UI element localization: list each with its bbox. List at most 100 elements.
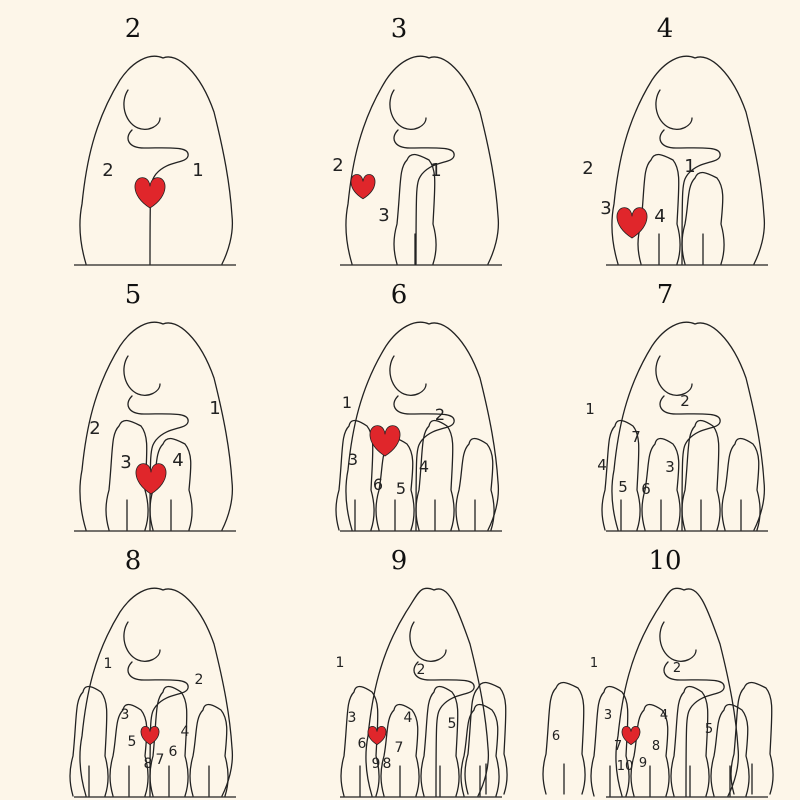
hugging-bear-outline xyxy=(389,89,455,265)
bear-number-label: 5 xyxy=(705,722,713,737)
panel-title: 10 xyxy=(648,546,682,576)
bear-number-label: 4 xyxy=(654,206,665,227)
bear-number-label: 1 xyxy=(342,393,352,412)
bear-number-label: 9 xyxy=(372,756,381,772)
heart-icon xyxy=(135,463,167,495)
parent-bear-outline xyxy=(345,55,500,265)
parent-bear-outline xyxy=(615,587,740,797)
child-bear-outline xyxy=(420,685,460,797)
bear-number-label: 1 xyxy=(192,160,203,181)
heart-icon xyxy=(140,725,160,746)
side-bear-outline xyxy=(730,681,774,795)
bear-number-label: 6 xyxy=(358,736,367,752)
bear-number-label: 8 xyxy=(383,756,392,772)
child-bear-outline xyxy=(335,419,375,531)
child-bear-outline xyxy=(721,437,761,531)
hugging-bear-outline xyxy=(389,355,455,531)
child-bear-outline xyxy=(641,437,681,531)
heart-icon xyxy=(367,725,387,746)
hugging-bear-outline xyxy=(123,621,189,797)
child-bear-outline xyxy=(105,419,149,531)
bear-number-label: 7 xyxy=(156,752,165,768)
child-bear-outline xyxy=(415,419,455,531)
bear-number-label: 9 xyxy=(639,756,647,771)
child-bear-outline xyxy=(601,419,641,531)
heart-icon xyxy=(350,174,376,200)
bear-number-label: 3 xyxy=(600,198,611,219)
parent-bear-outline xyxy=(611,55,766,265)
bear-number-label: 7 xyxy=(614,739,622,754)
panel-title: 8 xyxy=(124,546,142,576)
parent-bear-outline xyxy=(345,321,500,531)
child-bear-outline xyxy=(149,685,189,797)
child-bear-outline xyxy=(681,419,721,531)
hugging-bear-outline xyxy=(659,621,725,797)
child-bear-outline xyxy=(460,703,500,797)
child-bear-outline xyxy=(380,703,420,797)
child-bear-outline xyxy=(590,685,630,797)
heart-icon xyxy=(369,425,401,457)
hugging-bear-outline xyxy=(655,355,721,531)
bear-number-label: 2 xyxy=(102,160,113,181)
bear-number-label: 4 xyxy=(419,457,429,476)
child-bear-outline xyxy=(681,171,725,265)
bear-number-label: 6 xyxy=(169,744,178,760)
bear-number-label: 5 xyxy=(618,478,628,496)
side-bear-outline xyxy=(542,681,586,795)
bear-number-label: 2 xyxy=(673,661,681,676)
side-bear-outline xyxy=(464,681,508,795)
bear-number-label: 2 xyxy=(332,155,343,176)
bear-number-label: 3 xyxy=(120,452,131,473)
bear-number-label: 3 xyxy=(348,710,357,726)
child-bear-outline xyxy=(630,703,670,797)
parent-bear-outline xyxy=(79,55,234,265)
bear-number-label: 7 xyxy=(631,428,641,446)
bear-number-label: 8 xyxy=(652,739,660,754)
child-bear-outline xyxy=(670,685,710,797)
child-bear-outline xyxy=(189,703,229,797)
hugging-bear-outline xyxy=(409,621,475,797)
bear-number-label: 6 xyxy=(552,729,560,744)
bear-number-label: 3 xyxy=(665,458,675,476)
bear-number-label: 7 xyxy=(395,740,404,756)
bear-family-outline-icon: 2 1 3 4 xyxy=(582,55,768,266)
panel-title: 3 xyxy=(390,14,408,44)
child-bear-outline xyxy=(710,703,750,797)
bear-number-label: 4 xyxy=(404,710,413,726)
hugging-bear-outline xyxy=(655,89,721,265)
bear-number-label: 5 xyxy=(448,716,457,732)
panel-title: 9 xyxy=(390,546,408,576)
bear-number-label: 10 xyxy=(617,759,634,774)
bear-family-outline-icon: 2 1 3 xyxy=(332,55,502,266)
child-bear-outline xyxy=(455,437,495,531)
bear-number-label: 1 xyxy=(684,156,695,177)
bear-number-label: 5 xyxy=(128,734,137,750)
bear-number-label: 5 xyxy=(396,479,406,498)
bear-number-label: 8 xyxy=(144,756,153,772)
bear-number-label: 2 xyxy=(417,662,426,678)
bear-number-label: 2 xyxy=(582,158,593,179)
bear-number-label: 6 xyxy=(641,480,651,498)
parent-bear-outline xyxy=(79,321,234,531)
bear-number-label: 3 xyxy=(121,707,130,723)
bear-number-label: 1 xyxy=(430,160,441,181)
bear-number-label: 6 xyxy=(373,475,383,494)
bear-number-label: 4 xyxy=(181,724,190,740)
child-bear-outline xyxy=(109,703,149,797)
bear-number-label: 3 xyxy=(378,205,389,226)
bear-number-label: 2 xyxy=(195,672,204,688)
heart-icon xyxy=(621,725,641,746)
bear-number-label: 4 xyxy=(660,708,668,723)
bear-number-label: 4 xyxy=(597,456,607,474)
